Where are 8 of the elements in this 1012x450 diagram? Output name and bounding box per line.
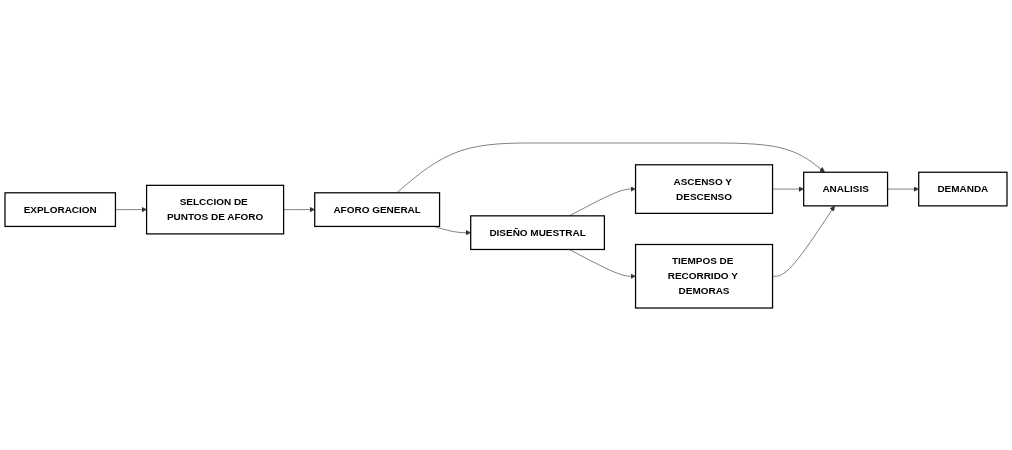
node-box: ASCENSO Y DESCENSO — [634, 163, 774, 214]
node-box: DISEÑO MUESTRAL — [470, 214, 606, 250]
node-box: TIEMPOS DE RECORRIDO Y DEMORAS — [634, 243, 774, 309]
node-box: DEMANDA — [918, 171, 1008, 206]
node-box: ANALISIS — [803, 171, 889, 206]
node-box: EXPLORACION — [4, 191, 117, 227]
node-box: AFORO GENERAL — [314, 191, 441, 227]
node-box: SELCCION DE PUNTOS DE AFORO — [145, 184, 285, 235]
